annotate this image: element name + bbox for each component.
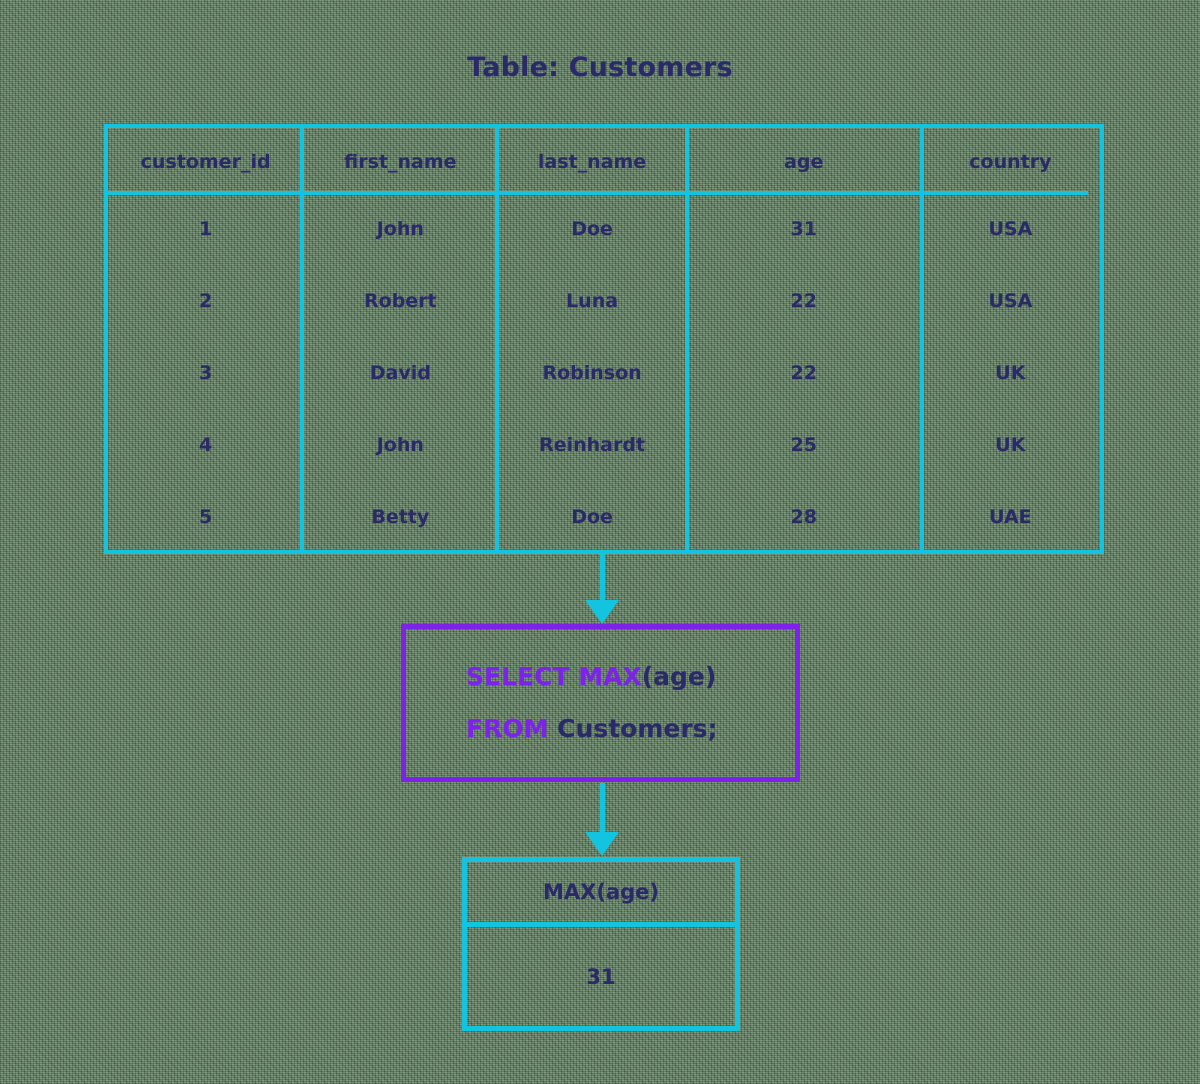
sql-identifier-customers: Customers; [557, 714, 718, 743]
cell-customer-id: 3 [198, 361, 213, 384]
result-column-header: MAX(age) [543, 880, 659, 904]
cell-customer-id: 1 [198, 217, 213, 240]
column-header-age: age [784, 150, 824, 173]
sql-line-2: FROM Customers; [466, 703, 795, 755]
table-row: 2 Robert Luna 22 USA [108, 267, 1100, 334]
cell-customer-id: 2 [198, 289, 213, 312]
cell-age: 22 [790, 289, 817, 312]
query-to-result-arrow-shaft [600, 783, 605, 835]
customers-table: customer_id first_name last_name age cou… [104, 124, 1104, 554]
cell-last-name: Reinhardt [539, 433, 646, 456]
table-row: 5 Betty Doe 28 UAE [108, 483, 1100, 550]
sql-line-1: SELECT MAX(age) [466, 651, 795, 703]
column-header-first-name: first_name [344, 150, 457, 173]
sql-query-box: SELECT MAX(age) FROM Customers; [401, 624, 800, 782]
table-header-row: customer_id first_name last_name age cou… [108, 128, 1100, 195]
column-header-last-name: last_name [537, 150, 647, 173]
column-header-country: country [969, 150, 1052, 173]
cell-country: USA [988, 289, 1033, 312]
cell-last-name: Doe [571, 217, 613, 240]
table-row: 4 John Reinhardt 25 UK [108, 411, 1100, 478]
table-row: 3 David Robinson 22 UK [108, 339, 1100, 406]
cell-customer-id: 5 [198, 505, 213, 528]
cell-country: UAE [989, 505, 1032, 528]
table-to-query-arrow-head [585, 600, 619, 624]
sql-identifier-age: (age) [641, 662, 717, 691]
cell-country: UK [995, 433, 1026, 456]
cell-age: 25 [790, 433, 817, 456]
cell-last-name: Doe [571, 505, 613, 528]
cell-country: USA [988, 217, 1033, 240]
cell-country: UK [995, 361, 1026, 384]
cell-age: 31 [790, 217, 817, 240]
cell-first-name: Robert [364, 289, 437, 312]
cell-first-name: John [376, 217, 424, 240]
result-value-cell: 31 [586, 964, 616, 989]
cell-customer-id: 4 [198, 433, 213, 456]
sql-keyword-select-max: SELECT MAX [466, 662, 642, 691]
table-row: 1 John Doe 31 USA [108, 195, 1100, 262]
column-header-customer-id: customer_id [140, 150, 271, 173]
cell-first-name: David [369, 361, 431, 384]
page-title: Table: Customers [467, 52, 733, 83]
cell-first-name: John [376, 433, 424, 456]
cell-first-name: Betty [371, 505, 430, 528]
result-table: MAX(age) 31 [462, 857, 740, 1031]
cell-last-name: Robinson [542, 361, 642, 384]
cell-age: 22 [790, 361, 817, 384]
sql-keyword-from: FROM [466, 714, 558, 743]
table-to-query-arrow-shaft [600, 554, 605, 604]
cell-last-name: Luna [566, 289, 619, 312]
query-to-result-arrow-head [585, 832, 619, 856]
cell-age: 28 [790, 505, 817, 528]
